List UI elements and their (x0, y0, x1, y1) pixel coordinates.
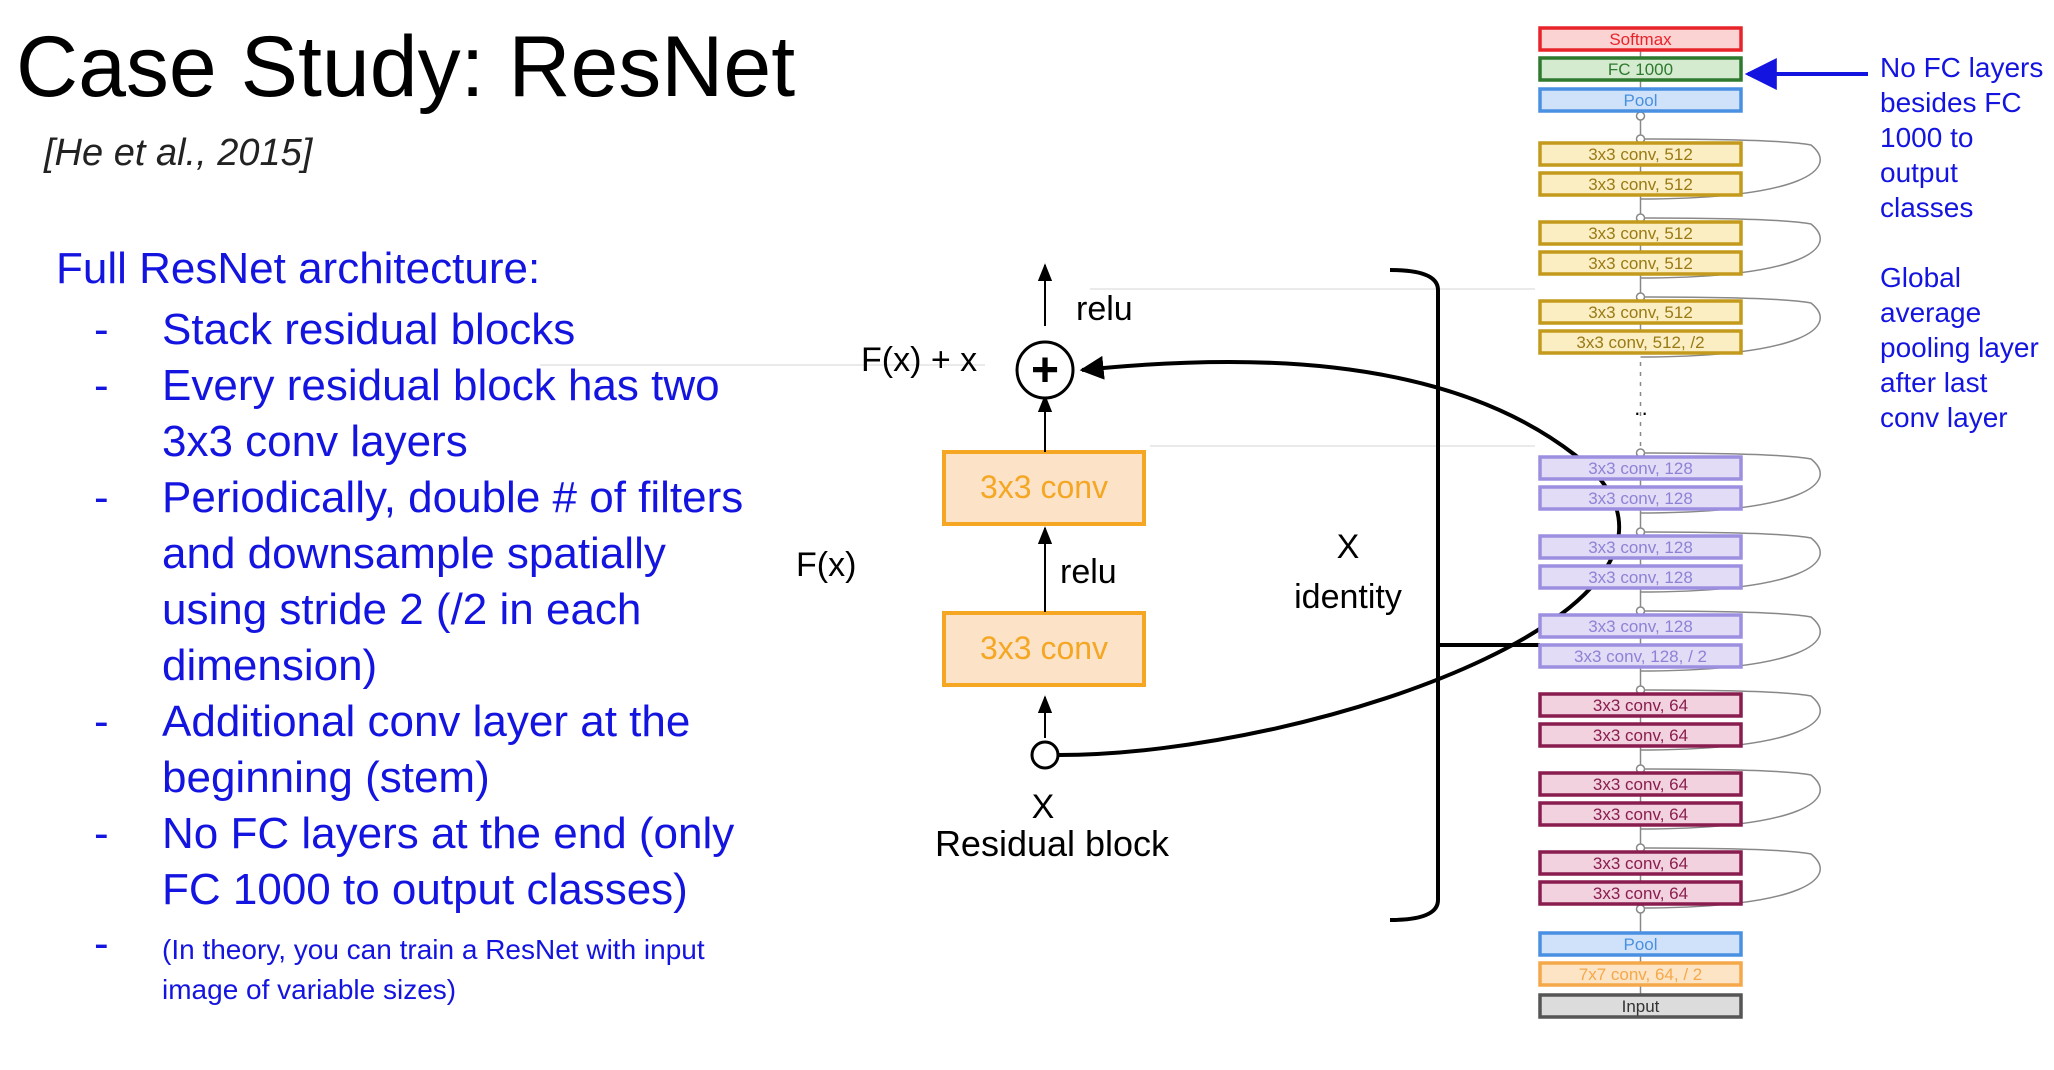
layer-box-c128 (1538, 643, 1743, 669)
layer-box-c128 (1538, 534, 1743, 560)
layer-box-input (1538, 993, 1743, 1019)
layer-box-c64 (1538, 722, 1743, 748)
identity-label: identity (1294, 578, 1402, 616)
stack-skip-loop (1640, 217, 1821, 279)
conv-top-label: 3x3 conv (980, 469, 1108, 505)
layer-label: Pool (1623, 935, 1657, 954)
stack-skip-loop (1640, 610, 1821, 672)
citation: [He et al., 2015] (44, 132, 313, 174)
stack-skip-loop (1640, 847, 1821, 909)
bullet-item: -Stack residual blocks (56, 302, 762, 358)
stack-skip-loop (1640, 531, 1821, 593)
layer-label: 7x7 conv, 64, / 2 (1579, 965, 1702, 984)
pool-note: Global average pooling layer after last … (1880, 262, 2039, 433)
stack-node-icon (1635, 904, 1646, 914)
bullet-dash: - (94, 919, 109, 968)
fx-label: F(x) (796, 546, 856, 584)
layer-label: 3x3 conv, 128 (1588, 568, 1693, 587)
layer-label: 3x3 conv, 64 (1593, 726, 1688, 745)
bullet-item: -Periodically, double # of filters and d… (56, 470, 762, 694)
layer-label: Input (1622, 997, 1660, 1016)
bullet-list: -Stack residual blocks -Every residual b… (56, 302, 762, 1010)
layer-label: 3x3 conv, 128 (1588, 459, 1693, 478)
layer-box-c128 (1538, 613, 1743, 639)
layer-label: FC 1000 (1608, 60, 1673, 79)
bullet-dash: - (94, 697, 109, 746)
layer-label: 3x3 conv, 128 (1588, 489, 1693, 508)
bullet-dash: - (94, 809, 109, 858)
layer-label: 3x3 conv, 512 (1588, 303, 1693, 322)
layer-box-stem (1538, 961, 1743, 987)
layer-label: Pool (1623, 91, 1657, 110)
layer-label: 3x3 conv, 512, /2 (1576, 333, 1704, 352)
layer-label: 3x3 conv, 128 (1588, 617, 1693, 636)
fc-note: No FC layers besides FC 1000 to output c… (1880, 52, 2044, 223)
architecture-heading: Full ResNet architecture: (56, 244, 541, 293)
input-node-icon (1030, 740, 1060, 770)
layer-box-pool (1538, 87, 1743, 113)
layer-label: 3x3 conv, 512 (1588, 145, 1693, 164)
layer-label: 3x3 conv, 64 (1593, 775, 1688, 794)
conv-bottom-box (942, 611, 1146, 687)
slide-title: Case Study: ResNet (16, 19, 796, 115)
layer-box-softmax (1538, 26, 1743, 52)
bullet-dash: - (94, 473, 109, 522)
layer-box-c64 (1538, 850, 1743, 876)
layer-box-c64 (1538, 692, 1743, 718)
layer-label: Softmax (1609, 30, 1672, 49)
bullet-item: -No FC layers at the end (only FC 1000 t… (56, 806, 762, 918)
layer-box-c128 (1538, 485, 1743, 511)
residual-block: 3x3 conv relu 3x3 conv + relu F(x) + x F… (796, 263, 1622, 922)
stack-continuation-dots: ·· (1634, 400, 1649, 425)
layer-box-c512 (1538, 141, 1743, 167)
relu-mid-label: relu (1060, 553, 1117, 591)
bullet-footnote: -(In theory, you can train a ResNet with… (94, 919, 705, 1006)
layer-label: 3x3 conv, 64 (1593, 854, 1688, 873)
layer-box-c512 (1538, 329, 1743, 355)
residual-block-title: Residual block (935, 823, 1170, 864)
bullet-dash: - (94, 361, 109, 410)
layer-box-c64 (1538, 880, 1743, 906)
layer-box-c128 (1538, 455, 1743, 481)
bullet-item: -Additional conv layer at the beginning … (56, 694, 762, 806)
layer-box-c512 (1538, 171, 1743, 197)
layer-label: 3x3 conv, 64 (1593, 805, 1688, 824)
stack-node-icon (1635, 111, 1646, 121)
input-x-label: X (1032, 788, 1055, 826)
bracket (1389, 268, 1440, 922)
layer-box-c512 (1538, 220, 1743, 246)
layer-box-c512 (1538, 250, 1743, 276)
layer-label: 3x3 conv, 128 (1588, 538, 1693, 557)
sum-label: F(x) + x (861, 341, 977, 379)
identity-x-label: X (1337, 528, 1360, 566)
stack-skip-loop (1640, 689, 1821, 751)
layer-box-c512 (1538, 299, 1743, 325)
layer-label: 3x3 conv, 512 (1588, 224, 1693, 243)
conv-bottom-label: 3x3 conv (980, 630, 1108, 666)
stack-skip-loop (1640, 768, 1821, 830)
stack-skip-loop (1640, 452, 1821, 514)
plus-icon: + (1031, 344, 1059, 397)
layer-label: 3x3 conv, 64 (1593, 884, 1688, 903)
layer-label: 3x3 conv, 64 (1593, 696, 1688, 715)
stack-skip-loop (1640, 138, 1821, 200)
layer-label: 3x3 conv, 128, / 2 (1574, 647, 1707, 666)
layer-box-fc (1538, 56, 1743, 82)
layer-box-c128 (1538, 564, 1743, 590)
layer-label: 3x3 conv, 512 (1588, 254, 1693, 273)
layer-box-c64 (1538, 771, 1743, 797)
stack-skip-loop (1640, 296, 1821, 358)
layer-box-c64 (1538, 801, 1743, 827)
bullet-item: -Every residual block has two 3x3 conv l… (56, 358, 762, 470)
sum-node-icon (1015, 340, 1075, 400)
layer-label: 3x3 conv, 512 (1588, 175, 1693, 194)
layer-box-pool (1538, 931, 1743, 957)
bullet-dash: - (94, 305, 109, 354)
relu-top-label: relu (1076, 290, 1133, 328)
